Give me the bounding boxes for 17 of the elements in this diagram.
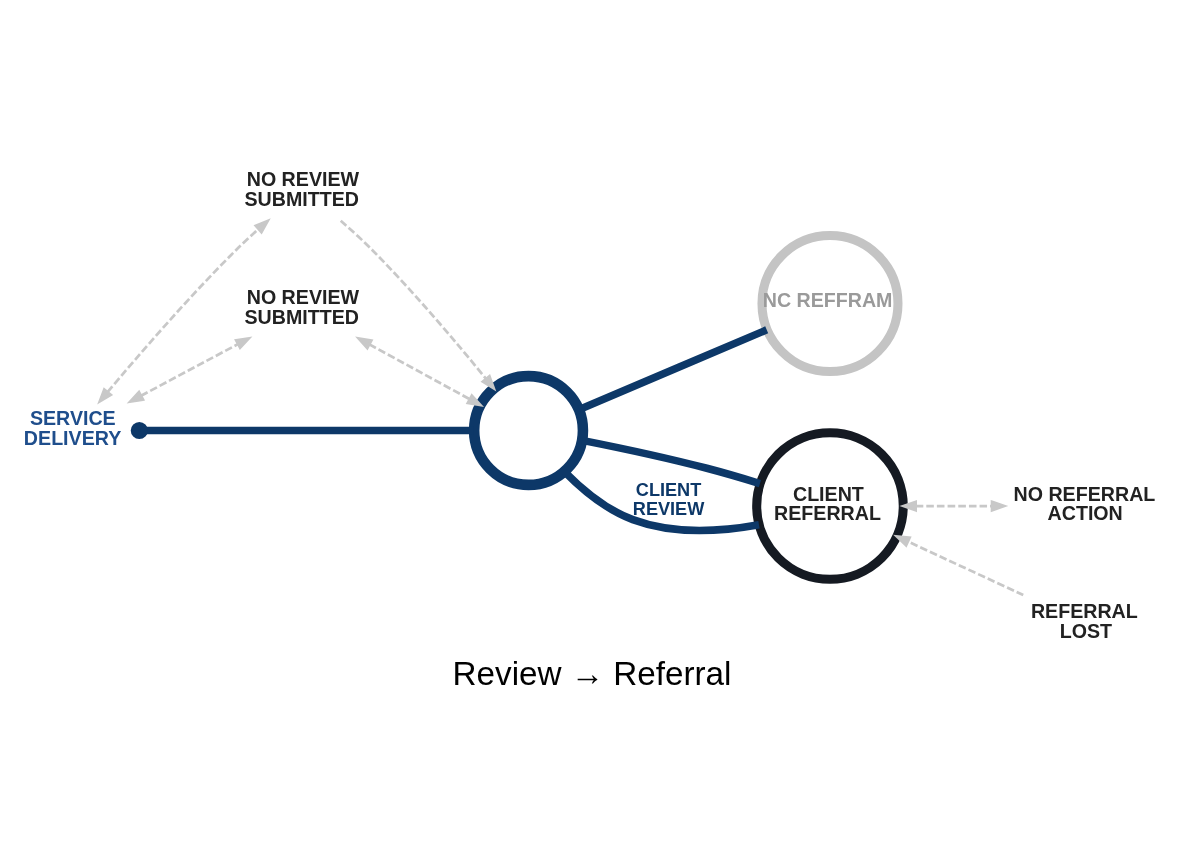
diagram-title: Review → Referral <box>452 655 732 693</box>
arrow <box>893 534 1024 597</box>
node-text: SERVICE DELIVERY <box>23 407 122 449</box>
connector <box>562 469 760 535</box>
node-text: NO REVIEW SUBMITTED <box>244 168 360 210</box>
edge-label: CLIENT REVIEW <box>632 480 705 519</box>
arrow <box>97 218 271 405</box>
node-text: REFERRAL LOST <box>1030 600 1138 643</box>
node-text: NO REFERRAL ACTION <box>1013 482 1156 525</box>
node-circle: CLIENT REFERRAL <box>752 428 908 584</box>
arrow <box>899 499 1009 513</box>
node-circle <box>468 370 589 491</box>
arrow <box>355 336 485 408</box>
node-text: NO REVIEW SUBMITTED <box>244 286 360 328</box>
arrow <box>339 219 497 392</box>
arrow <box>126 336 253 404</box>
node-circle: NC REFFRAM <box>757 231 903 377</box>
